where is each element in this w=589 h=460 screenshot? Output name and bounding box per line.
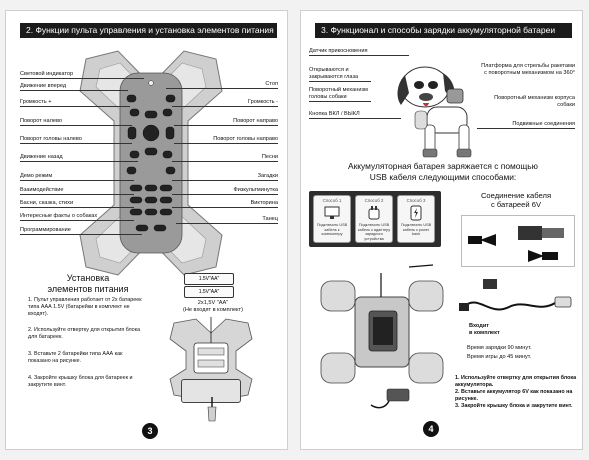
label-move-forward: Движение вперед <box>20 83 128 91</box>
cable-connection-photo <box>461 215 575 267</box>
battery-2-label: 1.5V"AA" <box>198 289 220 295</box>
label-touch-sensor: Датчик прикосновения <box>309 48 409 56</box>
power-bank-icon <box>410 205 422 221</box>
page-3: 2. Функции пульта управления и установка… <box>5 10 288 450</box>
charge-method-1-desc: Подключить USB кабель к компьютеру <box>316 223 348 237</box>
charge-method-1-title: Способ 1 <box>322 198 342 203</box>
usb-cable-illustration <box>459 279 572 311</box>
label-demo-mode: Демо режим <box>20 173 134 181</box>
charge-method-2-title: Способ 2 <box>364 198 384 203</box>
label-joints: Подвижные соединения <box>477 121 575 129</box>
play-time: Время игры до 45 минут. <box>467 354 532 360</box>
install-step-4: 4. Закройте крышку блока для батареек и … <box>28 375 133 388</box>
label-turn-left: Поворот налево <box>20 118 132 126</box>
label-stop: Стоп <box>166 81 278 89</box>
robot-dog-illustration <box>397 66 472 158</box>
charge-time: Время зарядки 90 минут. <box>467 345 532 351</box>
charge-step-2: 2. Вставьте аккумулятор 6V как показано … <box>455 389 573 402</box>
battery-1: 1.5V"AA" <box>184 273 234 285</box>
charge-method-3-title: Способ 3 <box>406 198 426 203</box>
charge-step-3: 3. Закройте крышку блока и закрутите вин… <box>455 403 573 409</box>
label-head-right: Поворот головы направо <box>174 136 278 144</box>
battery-cover <box>181 379 241 403</box>
label-fables: Басни, сказка, стихи <box>20 200 134 208</box>
label-power-button: Кнопка ВКЛ / ВЫКЛ <box>309 111 401 119</box>
battery-note: 2х1,5V "AA" (Не входят в комплект) <box>182 300 243 313</box>
battery-2: 1.5V"AA" <box>184 286 234 298</box>
label-light-indicator: Световой индикатор <box>20 71 144 79</box>
label-programming: Программирование <box>20 227 142 235</box>
battery-1-label: 1.5V"AA" <box>198 276 220 282</box>
label-riddles: Загадки <box>172 173 278 181</box>
section-2-title: 2. Функции пульта управления и установка… <box>20 23 277 38</box>
included-label: Входит в комплект <box>469 323 500 336</box>
label-body-rotation: Поворотный механизм корпуса собаки <box>494 95 575 108</box>
label-volume-up: Громкость + <box>20 99 130 107</box>
install-step-3: 3. Вставьте 2 батарейки типа ААА как пок… <box>28 351 123 364</box>
charge-title: Аккумуляторная батарея заряжается с помо… <box>348 161 538 182</box>
charge-method-2-desc: Подключить USB кабель к адаптеру зарядно… <box>357 223 391 241</box>
adapter-icon <box>368 206 380 220</box>
remote-control-illustration <box>79 50 223 276</box>
label-rocket-platform: Платформа для стрельбы ракетами с поворо… <box>481 63 575 76</box>
computer-icon <box>324 206 340 219</box>
page-number-3: 3 <box>142 423 158 439</box>
robot-dog-bottom-illustration <box>320 264 444 409</box>
label-songs: Песни <box>172 154 278 162</box>
label-head-left: Поворот головы налево <box>20 136 132 144</box>
label-eyes: Открываются и закрываются глаза <box>309 67 371 82</box>
charge-method-2: Способ 2 Подключить USB кабель к адаптер… <box>355 195 393 243</box>
label-move-back: Движение назад <box>20 154 138 162</box>
page-number-4: 4 <box>423 421 439 437</box>
charge-method-3: Способ 3 Подключить USB кабель к power b… <box>397 195 435 243</box>
charge-method-1: Способ 1 Подключить USB кабель к компьют… <box>313 195 351 243</box>
charge-step-1: 1. Используйте отвертку для открытия бло… <box>455 375 577 388</box>
label-dog-facts: Интересные факты о собаках <box>20 213 134 221</box>
charge-method-3-desc: Подключить USB кабель к power bank <box>400 223 432 237</box>
label-head-rotation: Поворотный механизм головы собаки <box>309 87 371 102</box>
install-title: Установка элементов питания <box>47 273 129 294</box>
label-dance: Танец <box>176 216 278 224</box>
cable-connection-title: Соединение кабеля с батареей 6V <box>480 191 552 209</box>
install-step-1: 1. Пульт управления работает от 2х батар… <box>28 297 142 317</box>
charge-methods: Способ 1 Подключить USB кабель к компьют… <box>309 191 441 247</box>
screwdriver-icon <box>207 397 217 422</box>
label-exercise: Физкультминутка <box>172 187 278 195</box>
page-4: 3. Функционал и способы зарядки аккумуля… <box>300 10 583 450</box>
label-turn-right: Поворот направо <box>174 118 278 126</box>
install-step-2: 2. Используйте отвертку для открытия бло… <box>28 327 141 340</box>
label-interaction: Взаимодействие <box>20 187 134 195</box>
label-quiz: Викторина <box>172 200 278 208</box>
label-volume-down: Громкость - <box>172 99 278 107</box>
section-3-title: 3. Функционал и способы зарядки аккумуля… <box>315 23 572 38</box>
